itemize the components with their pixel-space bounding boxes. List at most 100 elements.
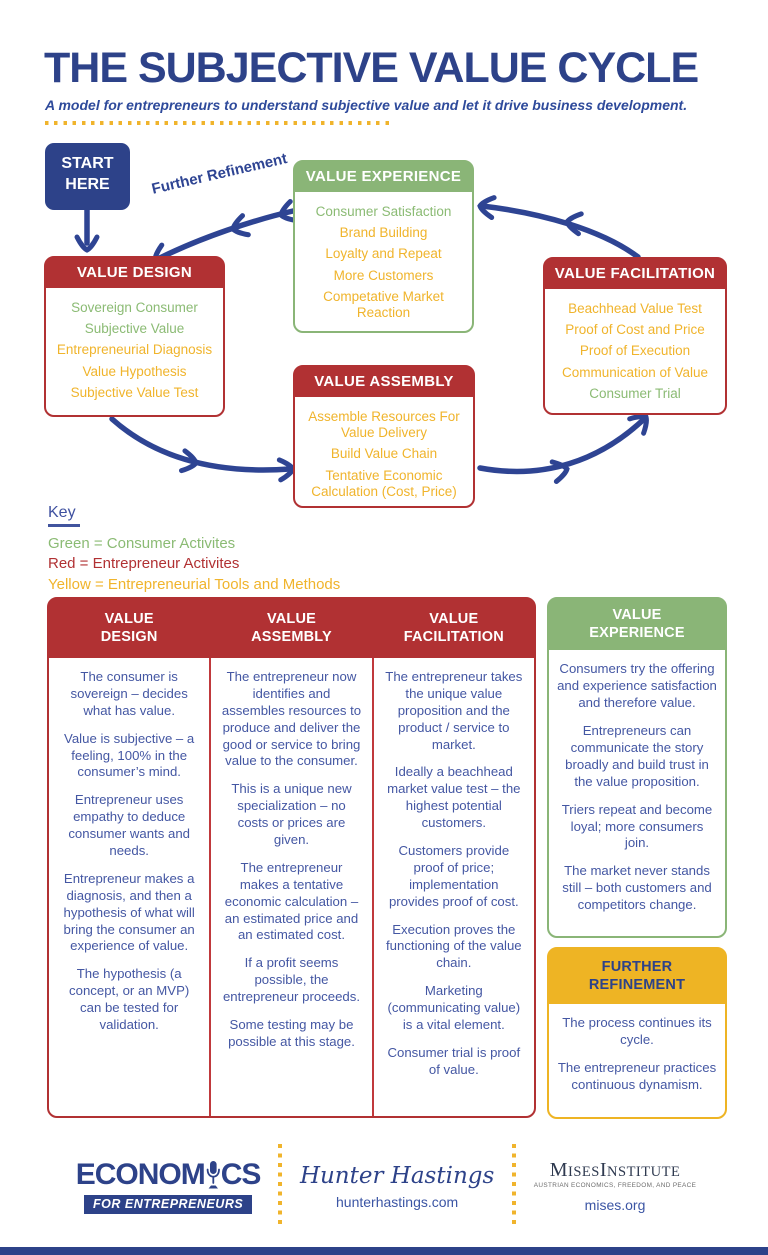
page-title: THE SUBJECTIVE VALUE CYCLE	[44, 44, 699, 92]
value-assembly-paragraph: The entrepreneur now identifies and asse…	[221, 669, 362, 769]
bottom-accent-bar	[0, 1247, 768, 1255]
value-design-item: Value Hypothesis	[82, 363, 187, 379]
value-design-item: Entrepreneurial Diagnosis	[56, 342, 213, 358]
value-experience-paragraph: Entrepreneurs can communicate the story …	[565, 723, 709, 789]
economics-for-entrepreneurs-logo: ECONOM CS FOR ENTREPRENEURS	[76, 1158, 261, 1214]
value-assembly-item: Build Value Chain	[330, 446, 438, 462]
start-here-box: START HERE	[45, 143, 130, 210]
comparison-value-experience-box: VALUE EXPERIENCE Consumers try the offer…	[547, 597, 727, 938]
red-header-band: VALUE DESIGN VALUE ASSEMBLY VALUE FACILI…	[48, 598, 535, 658]
economics-wordmark-right: CS	[220, 1158, 262, 1191]
value-experience-paragraph: Triers repeat and become loyal; more con…	[561, 801, 713, 851]
value-facilitation-paragraph: Ideally a beachhead market value test – …	[387, 764, 521, 831]
legend-title: Key	[48, 504, 76, 521]
legend-entry: Red = Entrepreneur Activites	[48, 555, 240, 573]
hunter-hastings-logo: Hunter Hastings hunterhastings.com	[300, 1163, 494, 1210]
value-assembly-paragraph: Some testing may be possible at this sta…	[228, 1017, 355, 1049]
value-assembly-paragraph: The entrepreneur makes a tentative econo…	[224, 859, 359, 943]
arrow-experience-to-design	[149, 208, 296, 265]
yellow-header-band: FURTHER REFINEMENT	[548, 948, 726, 1004]
hunter-hastings-url[interactable]: hunterhastings.com	[336, 1193, 459, 1210]
microphone-icon	[206, 1160, 220, 1188]
dotted-divider	[45, 121, 393, 125]
value-facilitation-item: Consumer Trial	[589, 385, 681, 401]
arrow-design-to-assembly	[109, 416, 293, 473]
value-experience-paragraph: The market never stands still – both cus…	[562, 863, 712, 913]
mises-tagline: AUSTRIAN ECONOMICS, FREEDOM, AND PEACE	[533, 1181, 697, 1189]
value-facilitation-item: Proof of Execution	[579, 343, 691, 359]
economics-wordmark: ECONOM CS	[75, 1158, 262, 1192]
value-assembly-item: Tentative Economic Calculation (Cost, Pr…	[311, 467, 457, 499]
column-value-design: The consumer is sovereign – decides what…	[49, 658, 209, 1116]
value-assembly-paragraph: This is a unique new specialization – no…	[231, 781, 352, 848]
value-experience-item: Consumer Satisfaction	[315, 204, 452, 219]
value-facilitation-item: Proof of Cost and Price	[565, 322, 705, 338]
value-design-paragraph: The hypothesis (a concept, or an MVP) ca…	[69, 966, 190, 1033]
value-facilitation-paragraph: Execution proves the functioning of the …	[386, 921, 522, 971]
further-refinement-paragraph: The process continues its cycle.	[562, 1015, 712, 1047]
cycle-box-value-assembly: VALUE ASSEMBLY Assemble Resources For Va…	[293, 365, 475, 508]
column-further-refinement: The process continues its cycle. The entr…	[549, 1004, 725, 1117]
value-design-paragraph: The consumer is sovereign – decides what…	[70, 669, 188, 718]
legend-entry: Green = Consumer Activites	[48, 534, 236, 552]
value-experience-item: Brand Building	[339, 225, 428, 241]
value-design-item: Subjective Value	[84, 321, 185, 337]
column-title-value-facilitation: VALUE FACILITATION	[403, 610, 504, 645]
column-title-value-assembly: VALUE ASSEMBLY	[251, 610, 332, 645]
column-title-value-experience: VALUE EXPERIENCE	[589, 607, 685, 642]
value-assembly-paragraph: If a profit seems possible, the entrepre…	[222, 955, 361, 1005]
arrow-facilitation-to-experience	[479, 203, 641, 260]
value-facilitation-header: VALUE FACILITATION	[544, 258, 726, 289]
mises-institute-logo: MISESINSTITUTE AUSTRIAN ECONOMICS, FREED…	[534, 1160, 696, 1213]
value-experience-item: Competative Market Reaction	[323, 288, 444, 320]
value-assembly-header: VALUE ASSEMBLY	[294, 366, 474, 397]
value-facilitation-paragraph: Customers provide proof of price; implem…	[388, 843, 519, 909]
value-experience-header: VALUE EXPERIENCE	[294, 161, 473, 192]
start-here-label: START HERE	[61, 155, 114, 193]
footer: ECONOM CS FOR ENTREPRENEURS Hunter Hasti…	[72, 1142, 700, 1230]
column-value-experience: Consumers try the offering and experienc…	[549, 650, 725, 936]
mises-institute-wordmark: MISESINSTITUTE	[549, 1158, 681, 1181]
value-experience-item: Loyalty and Repeat	[325, 246, 442, 262]
cycle-arrows-graphic	[0, 140, 768, 520]
green-header-band: VALUE EXPERIENCE	[548, 598, 726, 651]
column-value-assembly: The entrepreneur now identifies and asse…	[209, 658, 371, 1116]
value-design-item: Subjective Value Test	[70, 384, 199, 400]
value-facilitation-paragraph: Consumer trial is proof of value.	[387, 1044, 521, 1077]
comparison-further-refinement-box: FURTHER REFINEMENT The process continues…	[547, 947, 727, 1119]
value-design-paragraph: Entrepreneur uses empathy to deduce cons…	[68, 792, 190, 859]
value-experience-item: More Customers	[333, 267, 434, 283]
further-refinement-paragraph: The entrepreneur practices continuous dy…	[557, 1059, 717, 1092]
economics-wordmark-left: ECONOM	[75, 1158, 206, 1191]
column-value-facilitation: The entrepreneur takes the unique value …	[371, 658, 534, 1116]
value-design-header: VALUE DESIGN	[45, 257, 224, 288]
value-facilitation-item: Communication of Value	[561, 364, 709, 380]
value-facilitation-paragraph: The entrepreneur takes the unique value …	[385, 669, 523, 752]
value-facilitation-item: Beachhead Value Test	[568, 301, 702, 316]
value-design-item: Sovereign Consumer	[71, 300, 198, 315]
footer-divider	[512, 1144, 516, 1228]
arrow-assembly-to-facilitation	[477, 417, 646, 475]
legend-underline	[48, 524, 80, 527]
mises-url[interactable]: mises.org	[584, 1196, 646, 1213]
hunter-hastings-signature: Hunter Hastings	[299, 1162, 495, 1189]
page-subtitle: A model for entrepreneurs to understand …	[45, 97, 688, 113]
footer-divider	[278, 1144, 282, 1228]
value-design-paragraph: Value is subjective – a feeling, 100% in…	[64, 730, 195, 780]
value-experience-paragraph: Consumers try the offering and experienc…	[557, 661, 717, 711]
value-design-paragraph: Entrepreneur makes a diagnosis, and then…	[63, 870, 195, 954]
for-entrepreneurs-tagline: FOR ENTREPRENEURS	[84, 1195, 253, 1214]
column-title-value-design: VALUE DESIGN	[100, 610, 158, 645]
value-facilitation-paragraph: Marketing (communicating value) is a vit…	[387, 983, 521, 1033]
legend-entry: Yellow = Entrepreneurial Tools and Metho…	[48, 575, 341, 593]
value-assembly-item: Assemble Resources For Value Delivery	[308, 409, 460, 441]
